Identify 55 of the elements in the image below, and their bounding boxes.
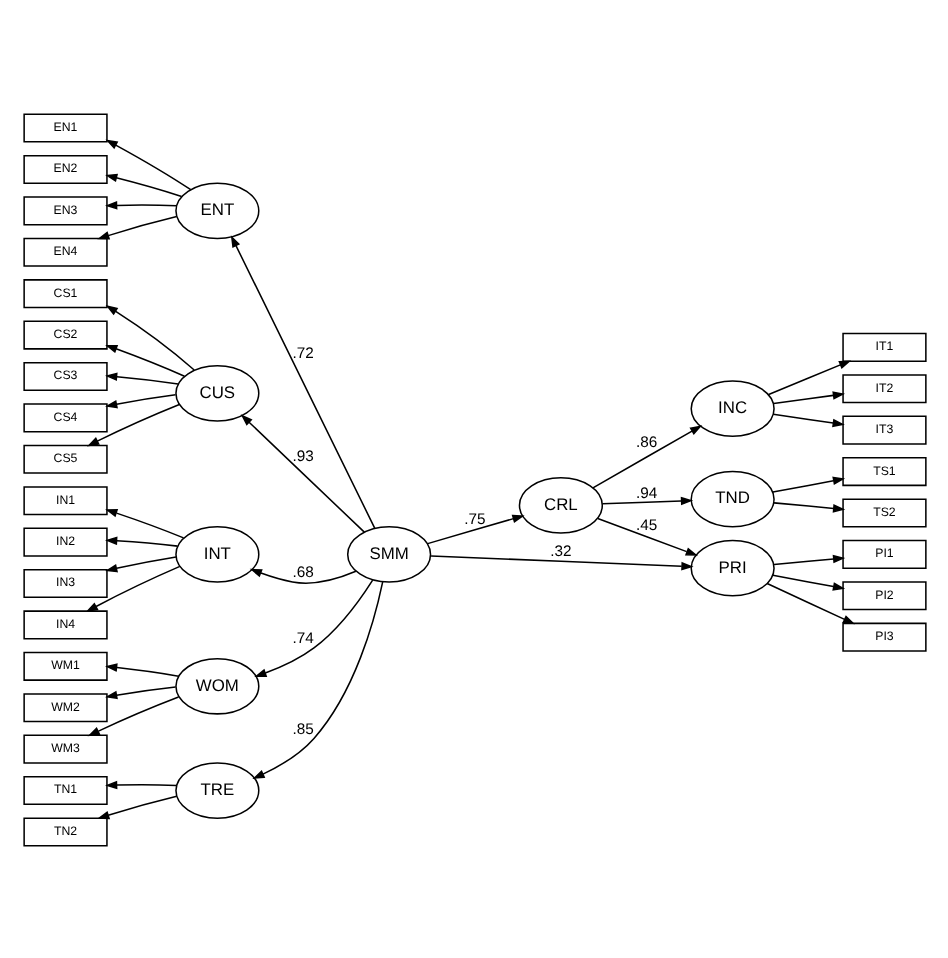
node-ellipse: TRE (174, 761, 259, 818)
arrow (771, 412, 844, 427)
node-ellipse: TND (689, 469, 774, 527)
arrow (766, 359, 851, 395)
arrow (251, 580, 383, 778)
arrow (596, 516, 697, 555)
arrow (771, 475, 845, 492)
arrow (104, 138, 191, 190)
edge-label: .85 (291, 718, 313, 737)
arrow (104, 343, 185, 377)
node-ellipse: PRI (689, 538, 774, 596)
arrow (104, 555, 176, 572)
node-ellipse: INT (174, 525, 259, 582)
arrow (96, 794, 177, 819)
arrow (765, 581, 855, 624)
arrow (104, 393, 176, 408)
edge-label: .75 (463, 508, 485, 527)
arrow (104, 200, 177, 209)
arrow (229, 234, 375, 529)
arrow (104, 535, 178, 546)
edge-label: .32 (549, 540, 571, 559)
arrow (104, 172, 182, 197)
arrow (104, 508, 184, 538)
arrow (248, 567, 356, 583)
edge-label: .93 (291, 445, 313, 464)
node-ellipse: WOM (174, 656, 259, 714)
arrow (104, 685, 176, 699)
edge-label: .74 (291, 628, 313, 647)
arrow (239, 413, 365, 532)
arrow (771, 573, 845, 590)
edge-label: .68 (291, 562, 313, 581)
arrow (591, 424, 702, 488)
edge-label: .72 (291, 343, 313, 362)
arrow (429, 554, 693, 570)
node-ellipse: CUS (174, 364, 259, 421)
arrow (425, 513, 524, 544)
arrow (600, 495, 693, 505)
arrow (104, 304, 194, 370)
arrow (84, 564, 180, 612)
arrow (772, 501, 845, 512)
node-ellipse: SMM (345, 525, 431, 582)
edge-label: .86 (635, 432, 657, 451)
arrow (772, 553, 845, 565)
edge-label: .45 (635, 514, 657, 533)
arrow (96, 214, 177, 239)
arrow (104, 371, 178, 384)
arrow (85, 402, 180, 446)
arrow (253, 578, 373, 676)
node-ellipse: ENT (174, 181, 259, 239)
arrow (771, 390, 845, 404)
arrow (104, 662, 179, 676)
node-ellipse: CRL (517, 475, 603, 533)
arrow (104, 779, 177, 789)
arrow (86, 695, 179, 736)
edge-label: .94 (635, 482, 657, 501)
